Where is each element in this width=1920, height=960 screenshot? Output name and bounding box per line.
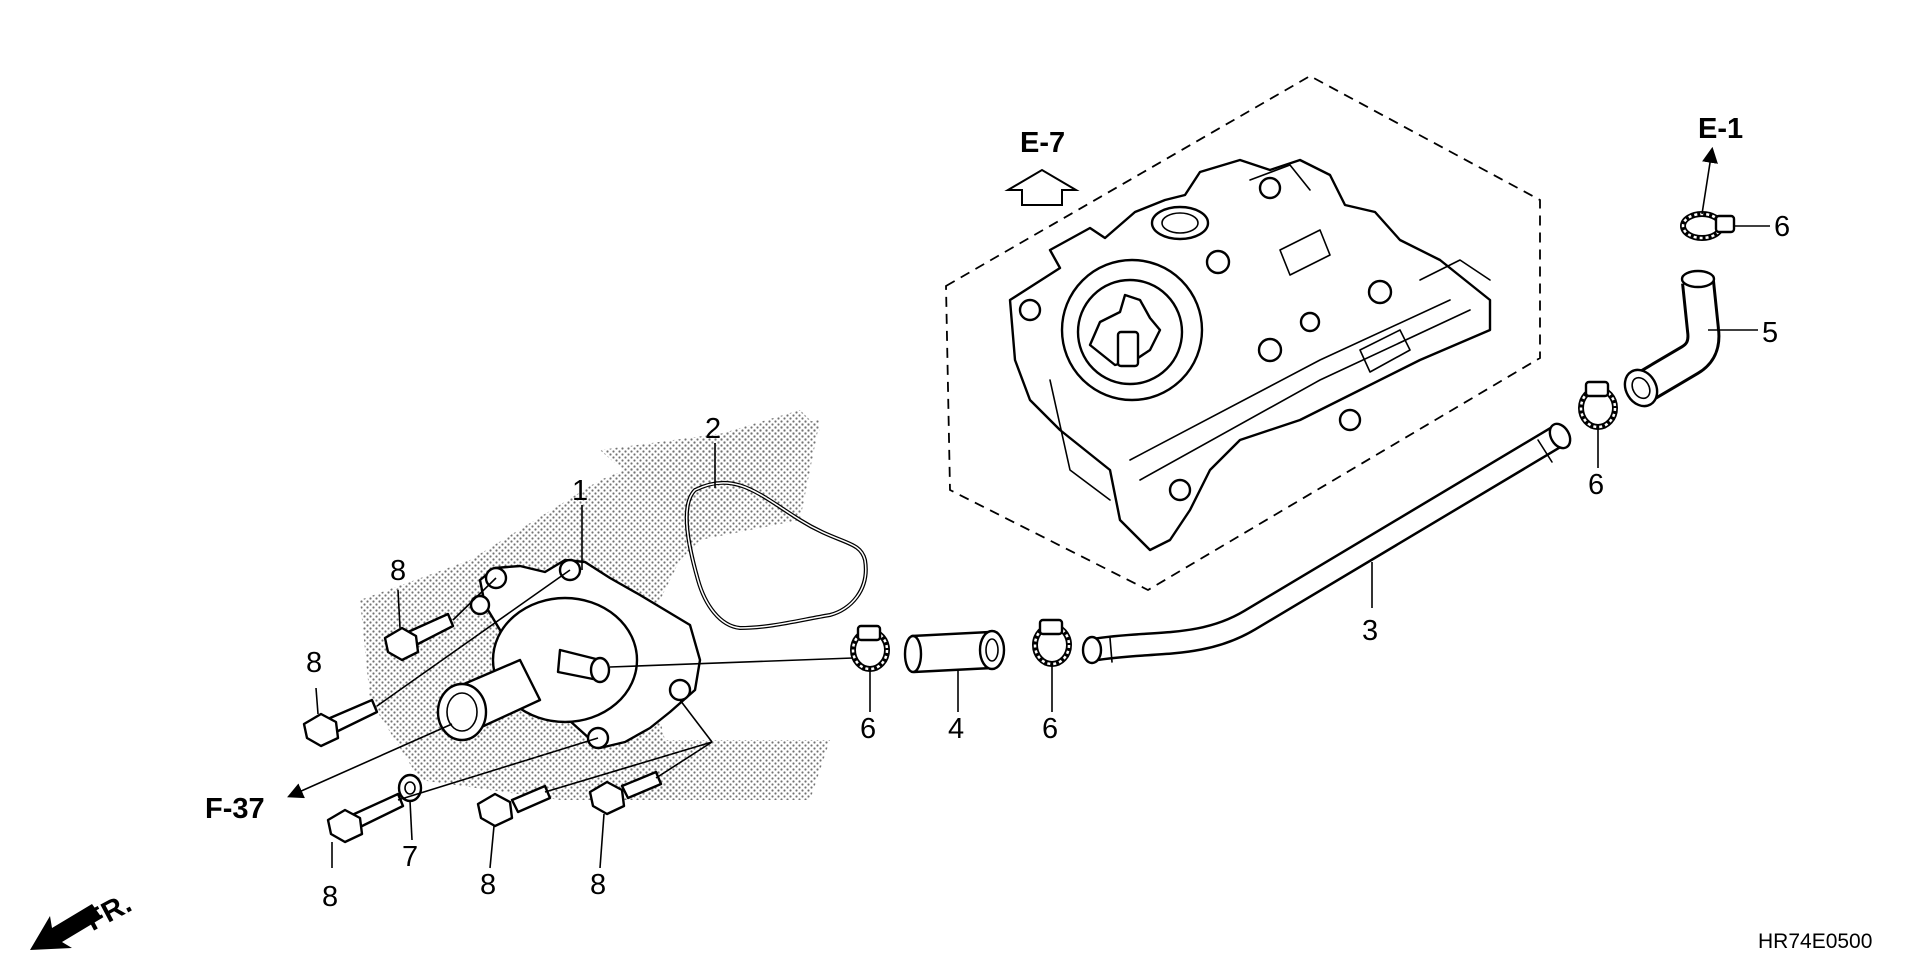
leader-lines [287, 146, 1770, 869]
bolt-head [326, 808, 364, 844]
part-label-7: 7 [402, 841, 418, 873]
front-direction-arrow-icon [30, 904, 102, 950]
clamp-screw-housing [1038, 618, 1064, 636]
hose-clamp-c [1578, 380, 1618, 430]
case-rib [1359, 329, 1411, 373]
flange-bolt-c [326, 792, 405, 844]
case-rib [1139, 309, 1471, 481]
pump-cover-bolt-hole [469, 594, 491, 616]
pump-cover-gasket [684, 480, 868, 631]
short-hose-bore [985, 638, 999, 662]
part-label-8e: 8 [590, 869, 606, 901]
bolt-head [383, 626, 420, 662]
part-label-6b: 6 [1042, 713, 1058, 745]
case-upper-port-inner [1161, 212, 1199, 234]
part-label-8a: 8 [390, 555, 406, 587]
impeller-shaft [1116, 330, 1140, 368]
reference-e1[interactable]: E-1 [1698, 113, 1743, 145]
pump-outlet-opening [436, 682, 488, 742]
case-boss [1168, 478, 1192, 502]
diagram-code: HR74E0500 [1758, 930, 1872, 953]
water-pipe-bead [1537, 439, 1553, 463]
water-pipe-bead [1109, 637, 1113, 663]
part-label-5: 5 [1762, 317, 1778, 349]
pump-outlet-opening-inner [446, 692, 478, 732]
engine-case-dashed-boundary [945, 74, 1541, 592]
curved-hose-end-bottom [1623, 368, 1659, 408]
short-hose [903, 629, 1006, 674]
pump-cover-bolt-hole [668, 678, 692, 702]
bolt-head [476, 792, 514, 828]
water-pipe-end-left [1081, 635, 1103, 665]
curved-hose-bore-bottom [1631, 376, 1651, 400]
front-direction-label: FR. [81, 887, 137, 937]
reference-e7[interactable]: E-7 [1020, 127, 1065, 159]
water-pump-cover [436, 558, 702, 750]
case-upper-port [1150, 205, 1210, 241]
case-boss [1338, 408, 1362, 432]
engine-case-assembly [945, 74, 1541, 592]
part-label-6c: 6 [1588, 469, 1604, 501]
water-pipe [1081, 422, 1572, 665]
part-label-6d: 6 [1774, 211, 1790, 243]
flange-bolt-e [588, 770, 663, 816]
case-boss [1258, 176, 1282, 200]
case-rib [1049, 379, 1111, 501]
case-boss [1257, 337, 1283, 363]
flange-bolt-d [476, 784, 552, 828]
case-boss [1205, 249, 1231, 275]
engine-case-outline [1008, 158, 1492, 552]
part-label-2: 2 [705, 413, 721, 445]
curved-hose-end-top [1680, 269, 1716, 289]
reference-up-arrow-icon [1004, 168, 1080, 206]
part-label-6a: 6 [860, 713, 876, 745]
curved-hose [1623, 269, 1721, 408]
case-rib [1419, 259, 1491, 281]
flange-bolt-b [302, 698, 379, 748]
hose-clamp-a [850, 624, 890, 672]
clamp-screw-housing [1714, 214, 1736, 234]
bolt-head [588, 780, 626, 816]
reference-labels: E-7 E-1 F-37 FR. [81, 113, 1744, 938]
hose-clamp-d [1680, 211, 1736, 241]
part-label-8b: 8 [306, 647, 322, 679]
case-rib [1279, 229, 1331, 276]
part-label-1: 1 [572, 475, 588, 507]
short-hose-end-right [978, 629, 1006, 671]
water-pipe-end-right [1548, 422, 1572, 450]
pump-inlet-opening [589, 656, 611, 684]
case-rib [1249, 164, 1311, 191]
short-hose-end-left [903, 634, 923, 674]
clamp-screw-housing [1584, 380, 1610, 398]
reference-f37[interactable]: F-37 [205, 793, 265, 825]
case-boss [1018, 298, 1042, 322]
part-labels: 1 2 3 4 5 6 6 6 6 7 8 8 8 8 8 [306, 211, 1790, 913]
case-boss [1299, 311, 1321, 333]
part-label-4: 4 [948, 713, 964, 745]
part-label-3: 3 [1362, 615, 1378, 647]
case-boss [1367, 279, 1393, 305]
clamp-screw-housing [856, 624, 882, 642]
flange-bolt-a [383, 612, 455, 662]
part-label-8d: 8 [480, 869, 496, 901]
hose-clamp-b [1032, 618, 1072, 667]
case-rib [1129, 299, 1451, 461]
bolt-head [302, 712, 340, 748]
part-label-8c: 8 [322, 881, 338, 913]
